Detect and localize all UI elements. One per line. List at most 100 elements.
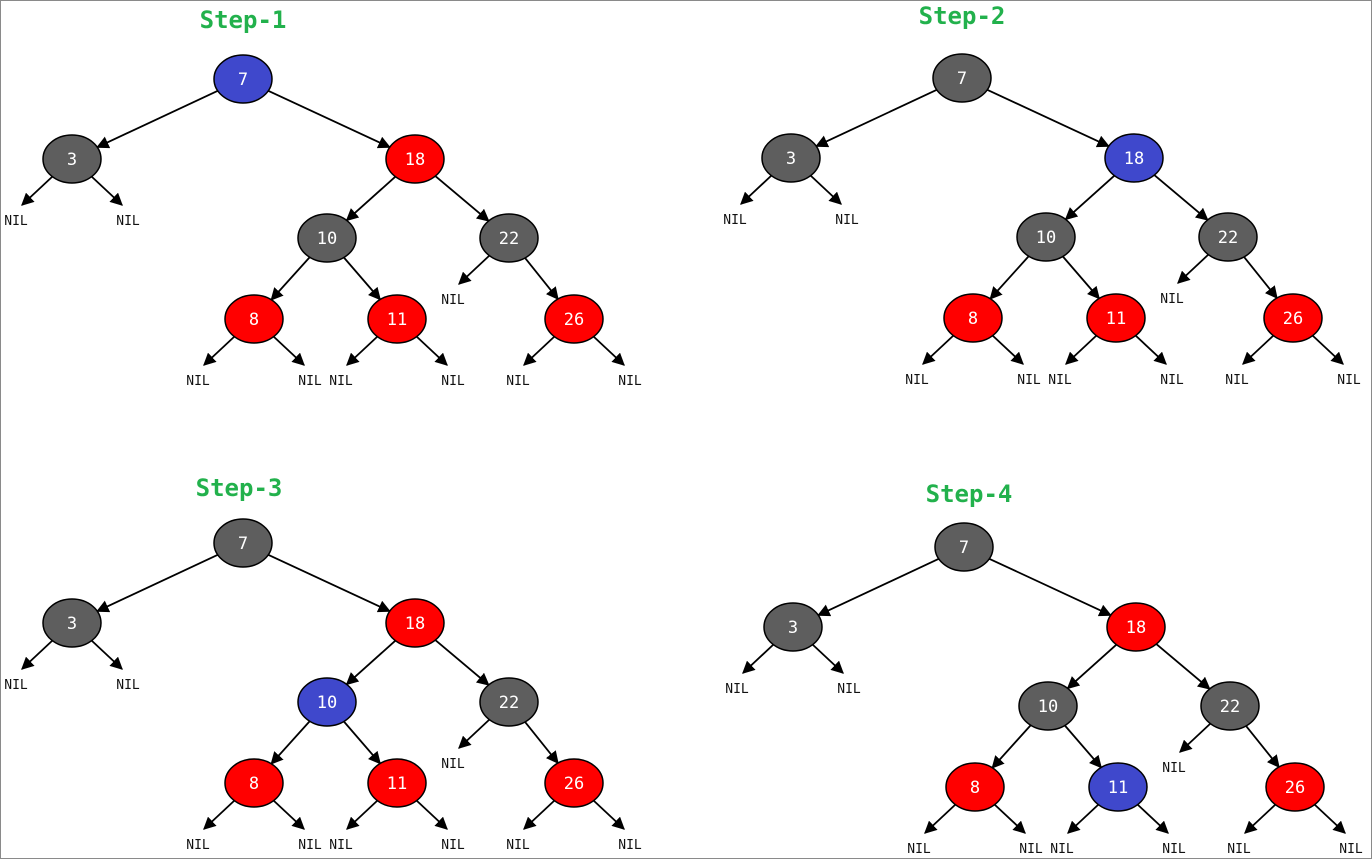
tree-node-3: 3 [761, 133, 821, 183]
node-circle [544, 758, 604, 808]
node-key: 7 [238, 534, 248, 554]
edge-10-8 [991, 724, 1032, 769]
node-circle [42, 598, 102, 648]
tree-node-18: 18 [1106, 602, 1166, 652]
node-circle [1104, 133, 1164, 183]
node-circle [945, 762, 1005, 812]
tree-node-10: 10 [297, 213, 357, 263]
tree-node-7: 7 [213, 518, 273, 568]
edge-22-26 [1245, 725, 1280, 768]
nil-edge [1065, 334, 1098, 365]
node-circle [297, 677, 357, 727]
nil-leaf: NIL [1019, 842, 1043, 857]
tree-node-11: 11 [367, 758, 427, 808]
node-key: 22 [499, 693, 519, 713]
nil-leaf: NIL [4, 214, 28, 229]
nil-edge [991, 334, 1024, 365]
tree-node-22: 22 [479, 677, 539, 727]
node-circle [42, 134, 102, 184]
nil-leaf: NIL [1048, 373, 1072, 388]
node-key: 26 [1285, 778, 1305, 798]
nil-leaf: NIL [506, 838, 530, 853]
edge-18-10 [1064, 174, 1115, 221]
node-key: 11 [1108, 778, 1128, 798]
nil-leaf: NIL [1227, 842, 1251, 857]
nil-edge [1136, 803, 1169, 834]
node-key: 22 [1220, 697, 1240, 717]
nil-leaf: NIL [116, 678, 140, 693]
tree-node-26: 26 [544, 294, 604, 344]
nil-edge [346, 335, 379, 366]
edge-22-26 [524, 721, 559, 764]
node-key: 11 [1106, 309, 1126, 329]
step-title: Step-2 [919, 2, 1006, 30]
nil-edge [1313, 803, 1346, 834]
tree-node-10: 10 [1018, 681, 1078, 731]
node-circle [297, 213, 357, 263]
edge-18-22 [1155, 643, 1211, 690]
nil-leaf: NIL [1225, 373, 1249, 388]
node-key: 7 [238, 70, 248, 90]
nil-edge [809, 174, 842, 205]
nil-edge [811, 643, 844, 674]
nil-leaf: NIL [298, 838, 322, 853]
node-key: 10 [1036, 228, 1056, 248]
nil-edge [415, 799, 448, 830]
nil-edge [523, 799, 556, 830]
edge-7-18 [986, 88, 1110, 148]
node-key: 8 [249, 310, 259, 330]
nil-edge [1177, 253, 1210, 284]
node-key: 18 [405, 614, 425, 634]
edge-22-26 [524, 257, 559, 300]
nil-edge [21, 175, 54, 206]
step-title: Step-3 [196, 474, 283, 502]
nil-edge [1244, 803, 1277, 834]
node-key: 18 [405, 150, 425, 170]
nil-edge [415, 335, 448, 366]
nil-edge [1242, 334, 1275, 365]
nil-leaf: NIL [835, 213, 859, 228]
node-circle [367, 758, 427, 808]
tree-node-8: 8 [945, 762, 1005, 812]
nil-leaf: NIL [186, 374, 210, 389]
edge-7-3 [96, 553, 219, 613]
nil-leaf: NIL [1017, 373, 1041, 388]
nil-leaf: NIL [116, 214, 140, 229]
node-key: 26 [1283, 309, 1303, 329]
nil-edge [1134, 334, 1167, 365]
node-key: 22 [499, 229, 519, 249]
node-circle [1018, 681, 1078, 731]
nil-edge [993, 803, 1026, 834]
tree-node-26: 26 [1263, 293, 1323, 343]
edge-7-3 [96, 89, 219, 149]
node-circle [544, 294, 604, 344]
tree-node-8: 8 [224, 294, 284, 344]
node-circle [213, 54, 273, 104]
nil-leaf: NIL [1160, 373, 1184, 388]
nil-edge [272, 335, 305, 366]
edge-18-10 [1066, 643, 1117, 690]
node-key: 3 [67, 150, 77, 170]
tree-node-22: 22 [479, 213, 539, 263]
nil-leaf: NIL [441, 757, 465, 772]
node-key: 3 [786, 149, 796, 169]
nil-edge [1179, 722, 1212, 753]
node-key: 8 [968, 309, 978, 329]
tree-node-3: 3 [42, 134, 102, 184]
tree-node-8: 8 [224, 758, 284, 808]
edge-10-11 [1064, 724, 1102, 769]
node-circle [213, 518, 273, 568]
tree-node-22: 22 [1200, 681, 1260, 731]
node-key: 26 [564, 310, 584, 330]
nil-edge [523, 335, 556, 366]
nil-edge [21, 639, 54, 670]
node-circle [1198, 212, 1258, 262]
node-key: 10 [317, 693, 337, 713]
node-circle [385, 598, 445, 648]
node-key: 8 [249, 774, 259, 794]
node-key: 3 [788, 618, 798, 638]
node-key: 7 [959, 538, 969, 558]
nil-leaf: NIL [186, 838, 210, 853]
